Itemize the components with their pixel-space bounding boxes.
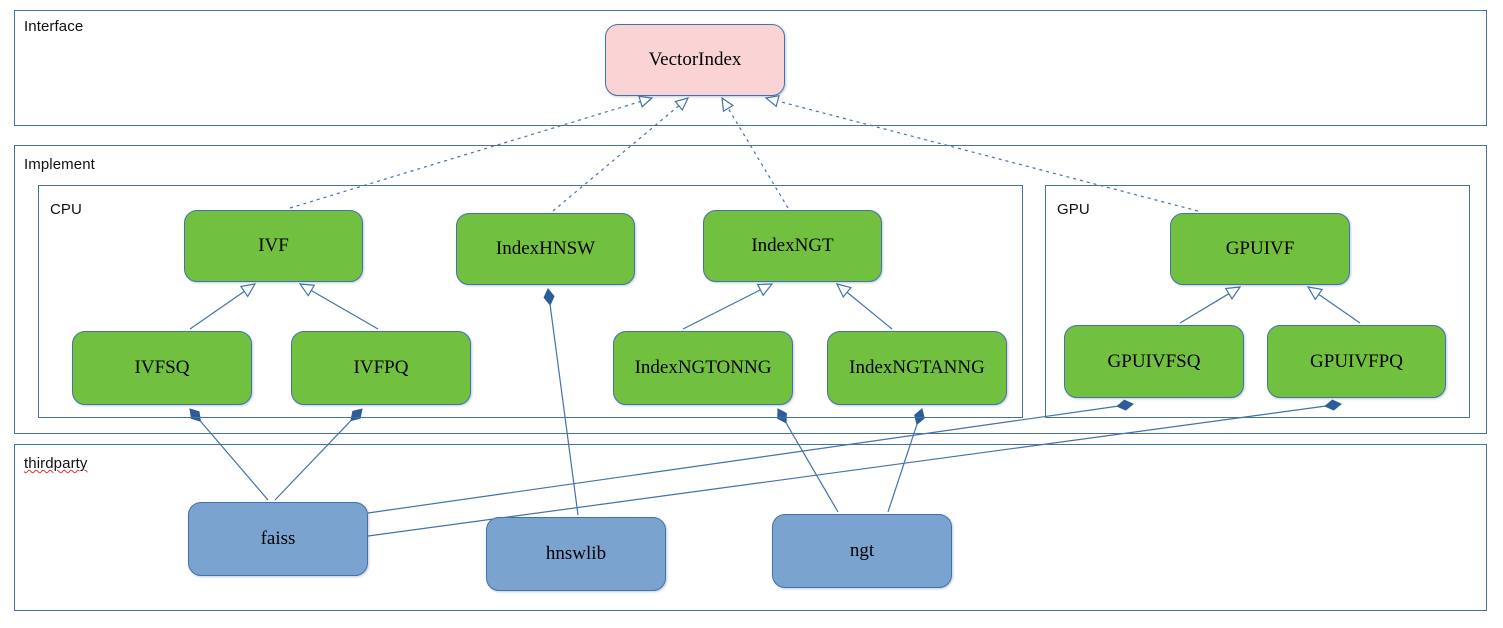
node-label-ivfpq: IVFPQ bbox=[353, 357, 409, 378]
node-label-hnswlib: hnswlib bbox=[545, 543, 607, 564]
node-faiss[interactable]: faiss bbox=[188, 502, 368, 576]
node-indexngtanng[interactable]: IndexNGTANNG bbox=[827, 331, 1007, 405]
node-label-ivf: IVF bbox=[258, 235, 289, 256]
node-gpuivfsq[interactable]: GPUIVFSQ bbox=[1064, 325, 1244, 398]
node-hnswlib[interactable]: hnswlib bbox=[486, 517, 666, 591]
node-label-vectorindex: VectorIndex bbox=[648, 49, 742, 70]
node-label-indexngtanng: IndexNGTANNG bbox=[849, 357, 985, 378]
node-label-faiss: faiss bbox=[260, 528, 296, 549]
node-indexngtonng[interactable]: IndexNGTONNG bbox=[613, 331, 793, 405]
frame-cpu bbox=[38, 185, 1023, 418]
frame-thirdparty bbox=[14, 444, 1487, 611]
node-label-ivfsq: IVFSQ bbox=[134, 357, 190, 378]
node-label-gpuivfpq: GPUIVFPQ bbox=[1310, 350, 1403, 372]
node-indexngt[interactable]: IndexNGT bbox=[703, 210, 882, 282]
node-label-indexngtonng: IndexNGTONNG bbox=[634, 357, 772, 378]
frame-label-cpu: CPU bbox=[50, 201, 82, 218]
node-label-gpuivfsq: GPUIVFSQ bbox=[1107, 350, 1201, 372]
node-label-indexhnsw: IndexHNSW bbox=[495, 238, 596, 259]
frame-label-implement: Implement bbox=[24, 156, 95, 173]
node-label-indexngt: IndexNGT bbox=[751, 235, 834, 256]
frame-label-interface: Interface bbox=[24, 18, 84, 35]
frame-label-gpu: GPU bbox=[1057, 201, 1090, 218]
node-label-ngt: ngt bbox=[849, 540, 875, 561]
node-vectorindex[interactable]: VectorIndex bbox=[605, 24, 785, 96]
node-gpuivfpq[interactable]: GPUIVFPQ bbox=[1267, 325, 1446, 398]
node-ivf[interactable]: IVF bbox=[184, 210, 363, 282]
node-ivfsq[interactable]: IVFSQ bbox=[72, 331, 252, 405]
node-gpuivf[interactable]: GPUIVF bbox=[1170, 213, 1350, 285]
frame-gpu bbox=[1045, 185, 1470, 418]
frame-interface bbox=[14, 10, 1487, 126]
node-ivfpq[interactable]: IVFPQ bbox=[291, 331, 471, 405]
frame-implement bbox=[14, 145, 1487, 434]
node-label-gpuivf: GPUIVF bbox=[1225, 238, 1295, 259]
node-indexhnsw[interactable]: IndexHNSW bbox=[456, 213, 635, 285]
frame-label-thirdparty: thirdparty bbox=[24, 455, 88, 472]
node-ngt[interactable]: ngt bbox=[772, 514, 952, 588]
